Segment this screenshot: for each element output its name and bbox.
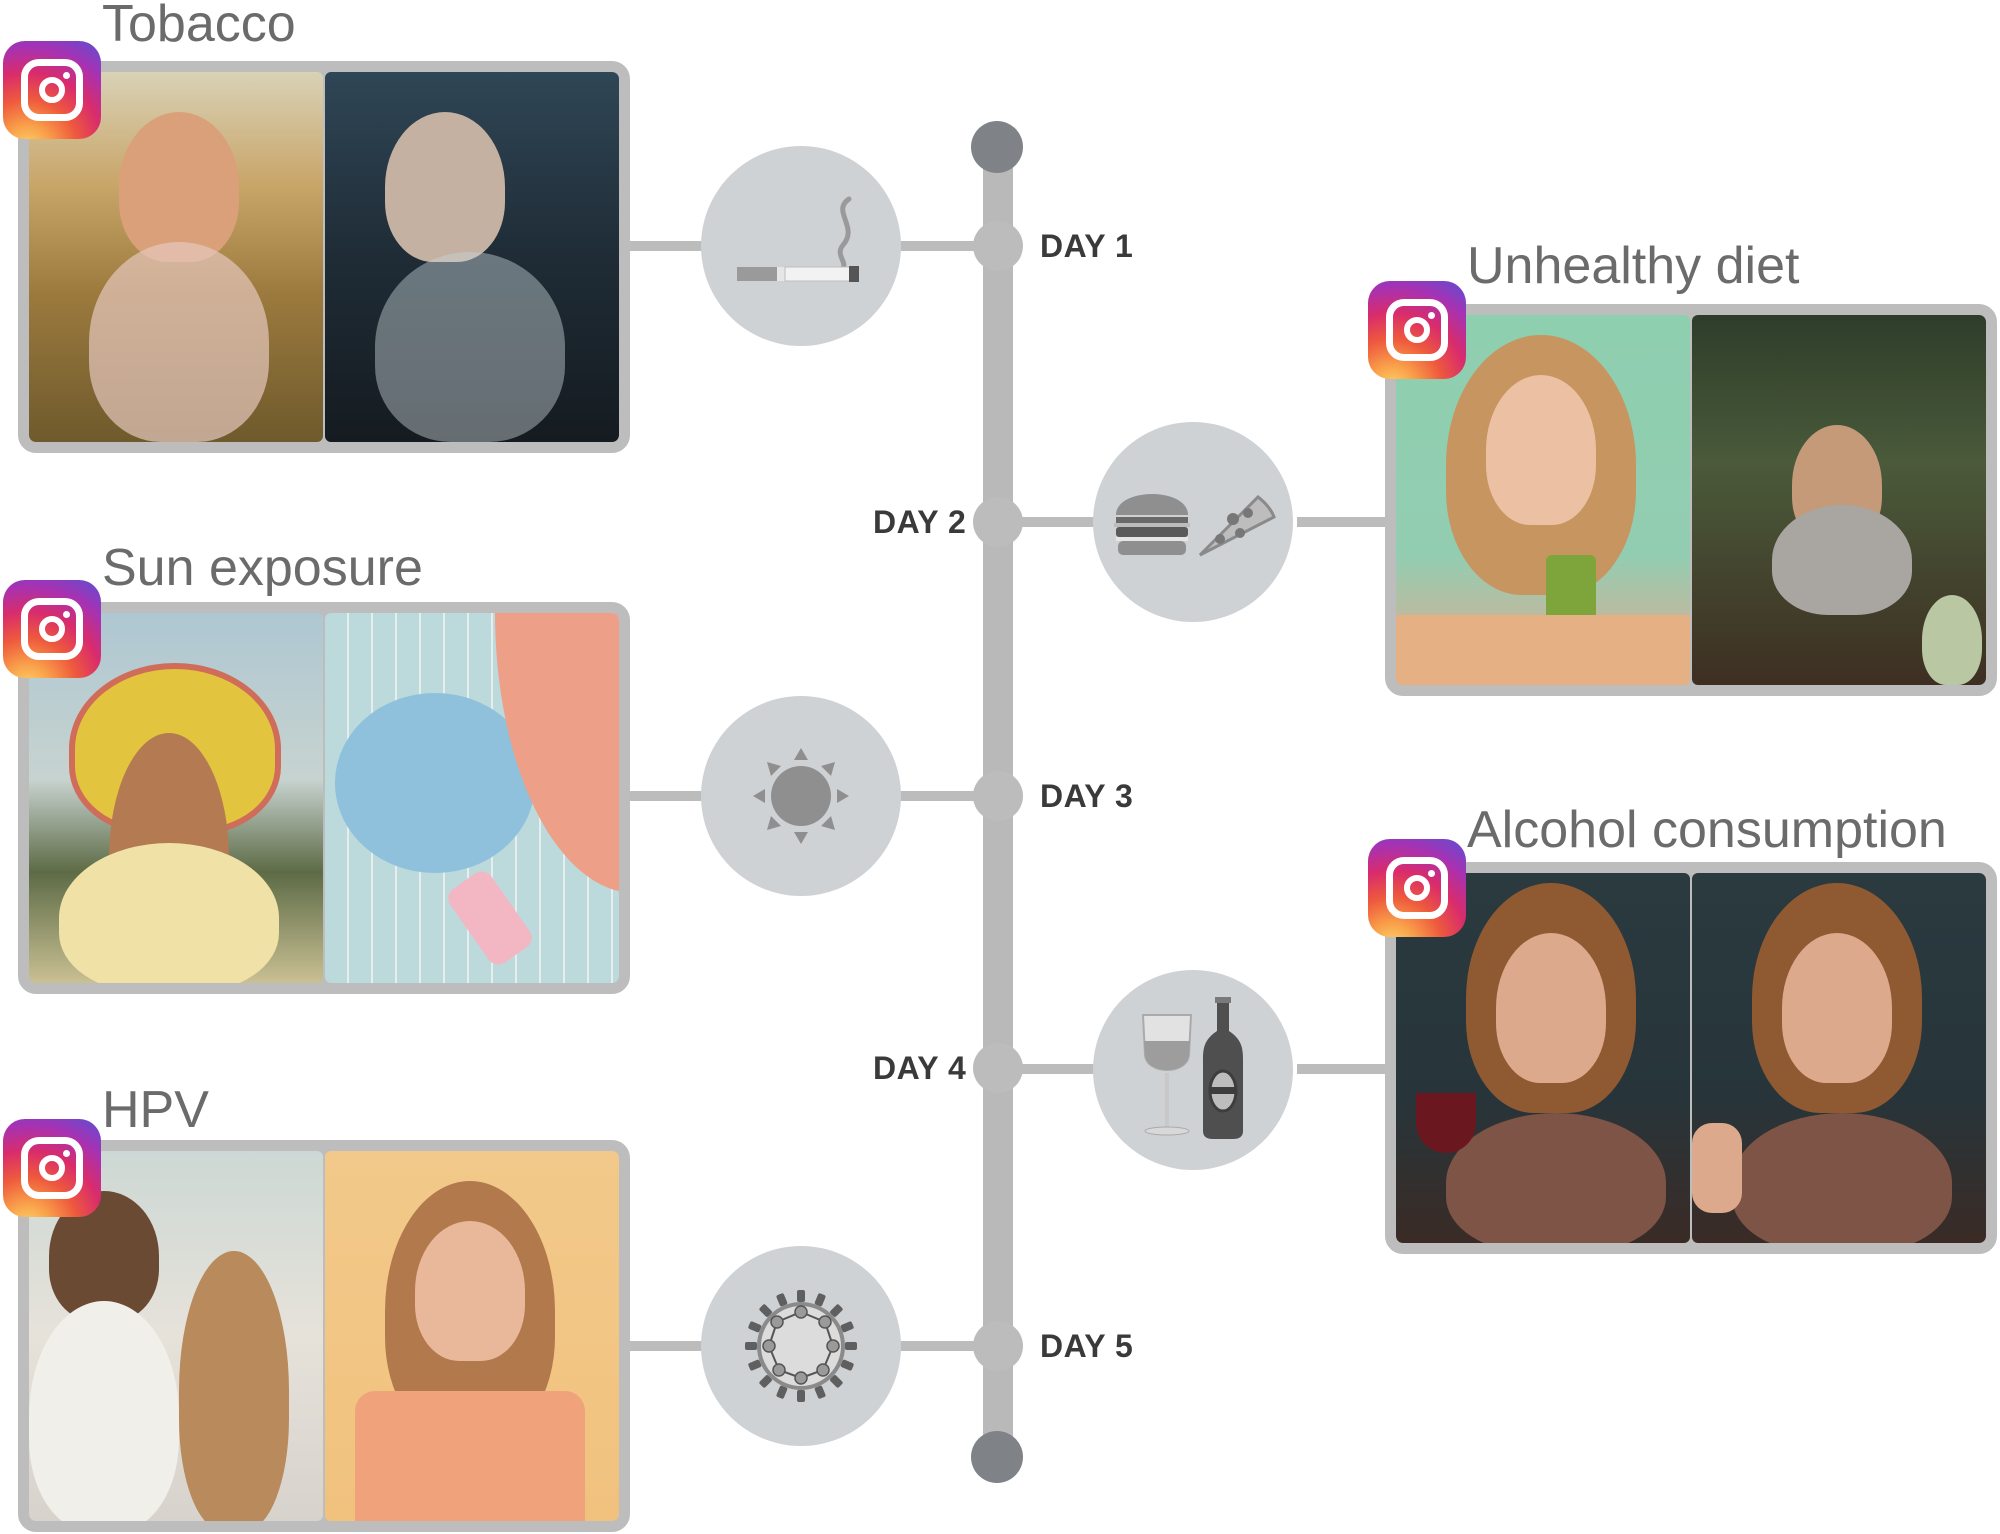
timeline-start-cap: [971, 121, 1023, 173]
hpv-icon-circle: [701, 1246, 901, 1446]
sun-instagram-icon: [3, 580, 101, 678]
diet-icon-circle: [1093, 422, 1293, 622]
hpv-photo-panel[interactable]: [18, 1140, 630, 1532]
hpv-photo-smiling[interactable]: [325, 1151, 619, 1521]
wine-beer-icon: [1141, 997, 1243, 1139]
burger-pizza-icon: [1114, 494, 1276, 557]
day-5-label: DAY 5: [1040, 1328, 1134, 1364]
sun-photo-panel[interactable]: [18, 602, 630, 994]
sun-node-connector: [900, 791, 985, 801]
sun-photo-woman[interactable]: [29, 613, 323, 983]
tobacco-panel-connector: [630, 241, 702, 251]
tobacco-title: Tobacco: [102, 0, 296, 53]
sun-panel-connector: [630, 791, 702, 801]
hpv-node-connector: [900, 1341, 985, 1351]
diet-panel-connector: [1297, 517, 1387, 527]
hpv-instagram-icon: [3, 1119, 101, 1217]
alcohol-photo-thumbs-up[interactable]: [1692, 873, 1986, 1243]
alcohol-panel-connector: [1297, 1064, 1387, 1074]
alcohol-photo-panel[interactable]: [1385, 862, 1997, 1254]
day-2-label: DAY 2: [873, 504, 967, 540]
alcohol-instagram-icon: [1368, 839, 1466, 937]
tobacco-instagram-icon: [3, 41, 101, 139]
hpv-panel-connector: [630, 1341, 702, 1351]
sun-photo-poolside[interactable]: [325, 613, 619, 983]
cigarette-icon: [737, 196, 859, 282]
alcohol-node-connector: [1010, 1064, 1095, 1074]
sun-title: Sun exposure: [102, 539, 423, 597]
sun-icon: [753, 748, 849, 844]
timeline-end-cap: [971, 1431, 1023, 1483]
day-1-label: DAY 1: [1040, 228, 1134, 264]
alcohol-icon-circle: [1093, 970, 1293, 1170]
alcohol-title: Alcohol consumption: [1467, 801, 1947, 859]
diet-instagram-icon: [1368, 281, 1466, 379]
day-3-label: DAY 3: [1040, 778, 1134, 814]
tobacco-node-connector: [900, 241, 985, 251]
tobacco-photo-smoker[interactable]: [325, 72, 619, 442]
tobacco-icon-circle: [701, 146, 901, 346]
diet-photo-plants[interactable]: [1692, 315, 1986, 685]
hpv-title: HPV: [102, 1081, 209, 1139]
virus-icon: [745, 1290, 857, 1402]
sun-icon-circle: [701, 696, 901, 896]
tobacco-photo-panel[interactable]: [18, 61, 630, 453]
diet-photo-panel[interactable]: [1385, 304, 1997, 696]
diet-title: Unhealthy diet: [1467, 237, 1800, 295]
day-4-label: DAY 4: [873, 1050, 967, 1086]
diet-node-connector: [1010, 517, 1095, 527]
